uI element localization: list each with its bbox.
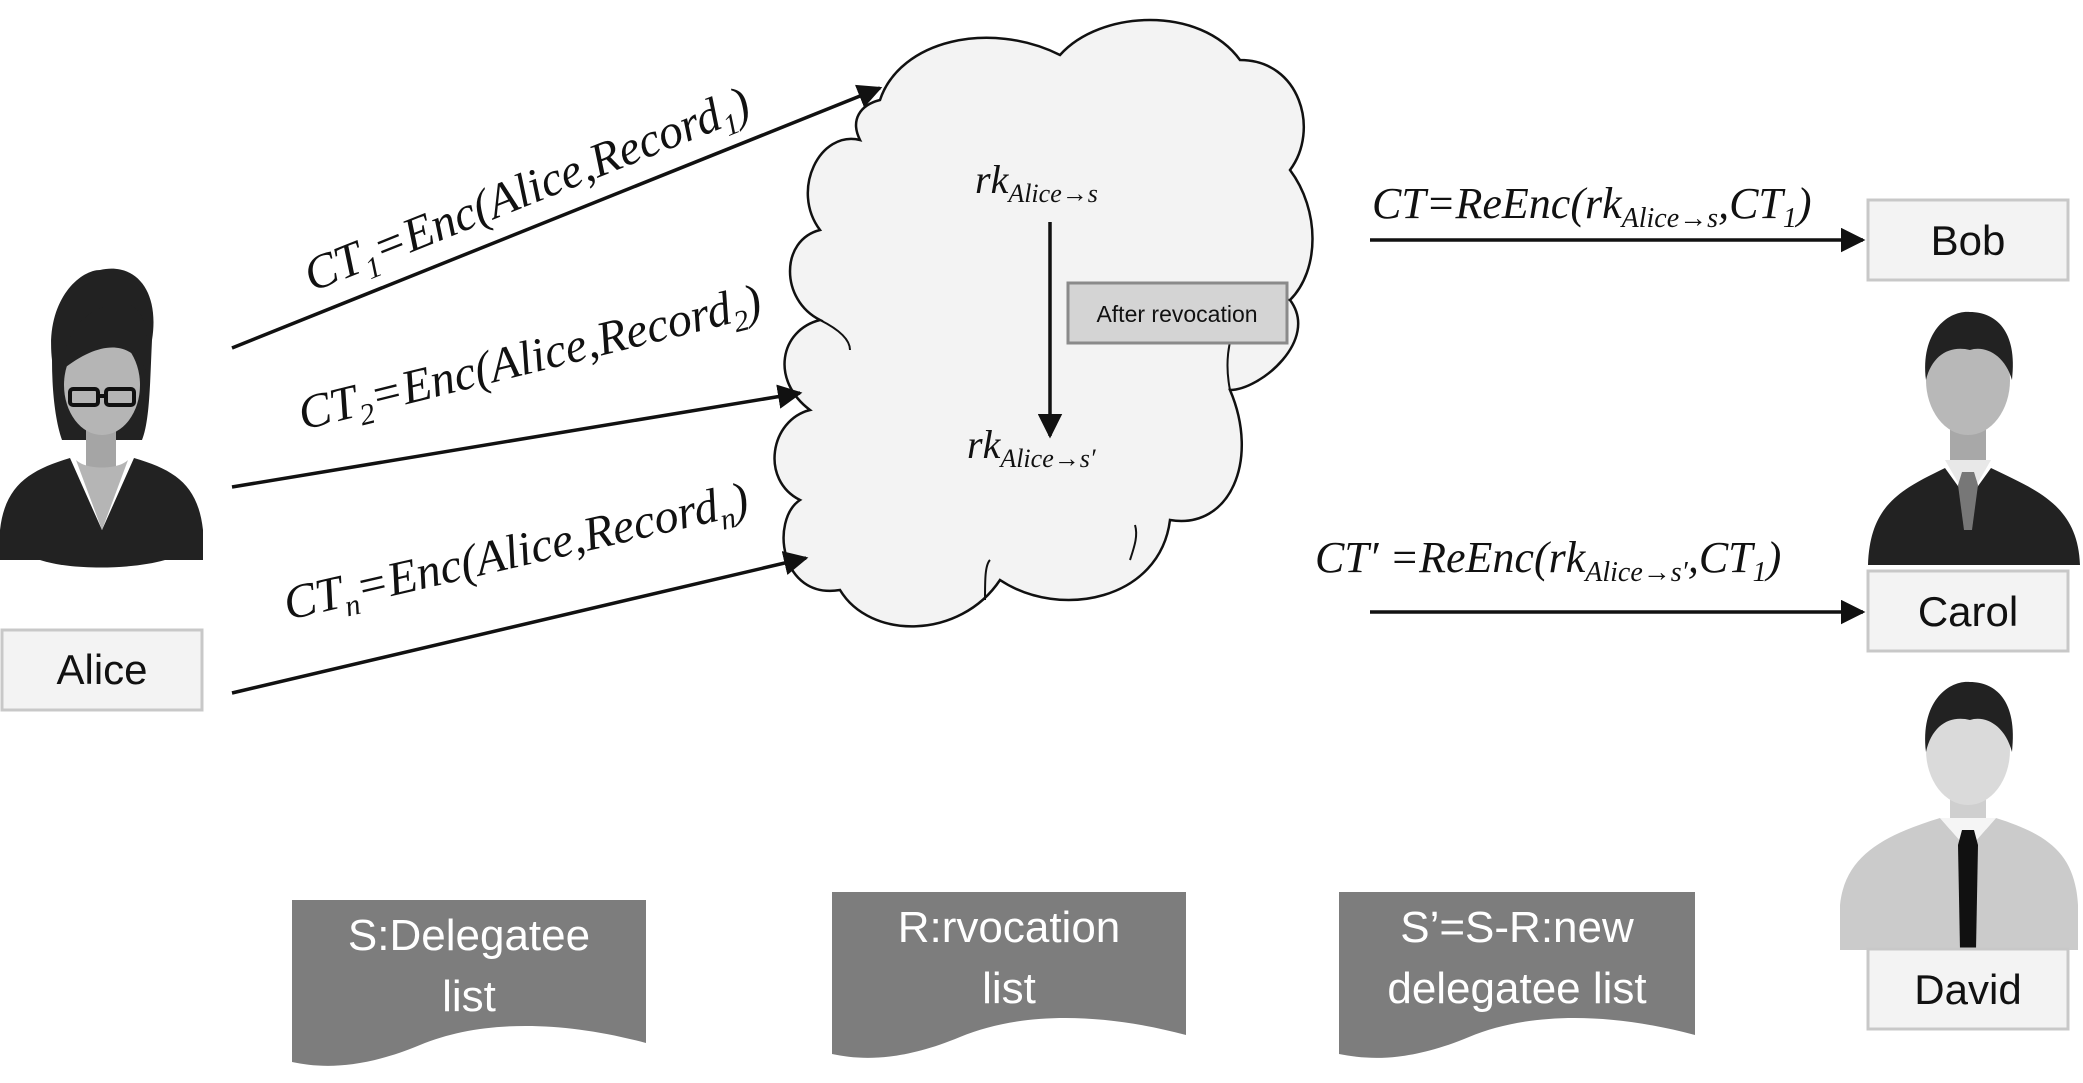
alice-avatar-icon bbox=[0, 268, 203, 568]
after-revocation-box bbox=[1066, 281, 1289, 345]
carol-reenc-label: CT′ =ReEnc(rkAlice→s′,CT1) bbox=[1315, 533, 1781, 588]
carol-name: Carol bbox=[1918, 588, 2018, 635]
ctn-label: CTn=Enc(Alice,Recordn) bbox=[279, 472, 755, 636]
ct1-label: CT1=Enc(Alice,Record1) bbox=[296, 77, 759, 308]
rk-current-label: rkAlice→s bbox=[975, 157, 1098, 208]
david-name: David bbox=[1914, 966, 2021, 1013]
rk-new-label: rkAlice→s′ bbox=[967, 422, 1096, 473]
ct2-arrow bbox=[231, 384, 803, 489]
revocation-list-doc: R:rvocation list bbox=[832, 892, 1186, 1058]
alice-name-box bbox=[0, 628, 204, 712]
bob-name-box bbox=[1866, 198, 2070, 282]
carol-name-box bbox=[1866, 569, 2070, 653]
delegatee-list-doc: S:Delegatee list bbox=[292, 900, 646, 1066]
cloud-service bbox=[773, 18, 1314, 628]
revocation-list-line1: R:rvocation bbox=[898, 903, 1121, 952]
delegatee-list-line2: list bbox=[442, 972, 496, 1021]
delegatee-list-line1: S:Delegatee bbox=[348, 911, 590, 960]
bob-name: Bob bbox=[1931, 217, 2006, 264]
carol-avatar-icon bbox=[1868, 311, 2080, 565]
new-delegatee-list-line1: S’=S-R:new bbox=[1400, 903, 1634, 952]
after-revocation-label: After revocation bbox=[1096, 301, 1257, 327]
ct2-label: CT2=Enc(Alice,Record2) bbox=[293, 274, 768, 446]
bob-reenc-label: CT=ReEnc(rkAlice→s,CT1) bbox=[1372, 179, 1812, 234]
revocation-list-line2: list bbox=[982, 964, 1036, 1013]
alice-name: Alice bbox=[56, 646, 147, 693]
ct1-arrow bbox=[231, 84, 883, 350]
david-name-box bbox=[1866, 947, 2070, 1031]
david-avatar-icon bbox=[1840, 681, 2078, 950]
new-delegatee-list-line2: delegatee list bbox=[1387, 964, 1646, 1013]
new-delegatee-list-doc: S’=S-R:new delegatee list bbox=[1339, 892, 1695, 1058]
ctn-arrow bbox=[231, 551, 809, 695]
